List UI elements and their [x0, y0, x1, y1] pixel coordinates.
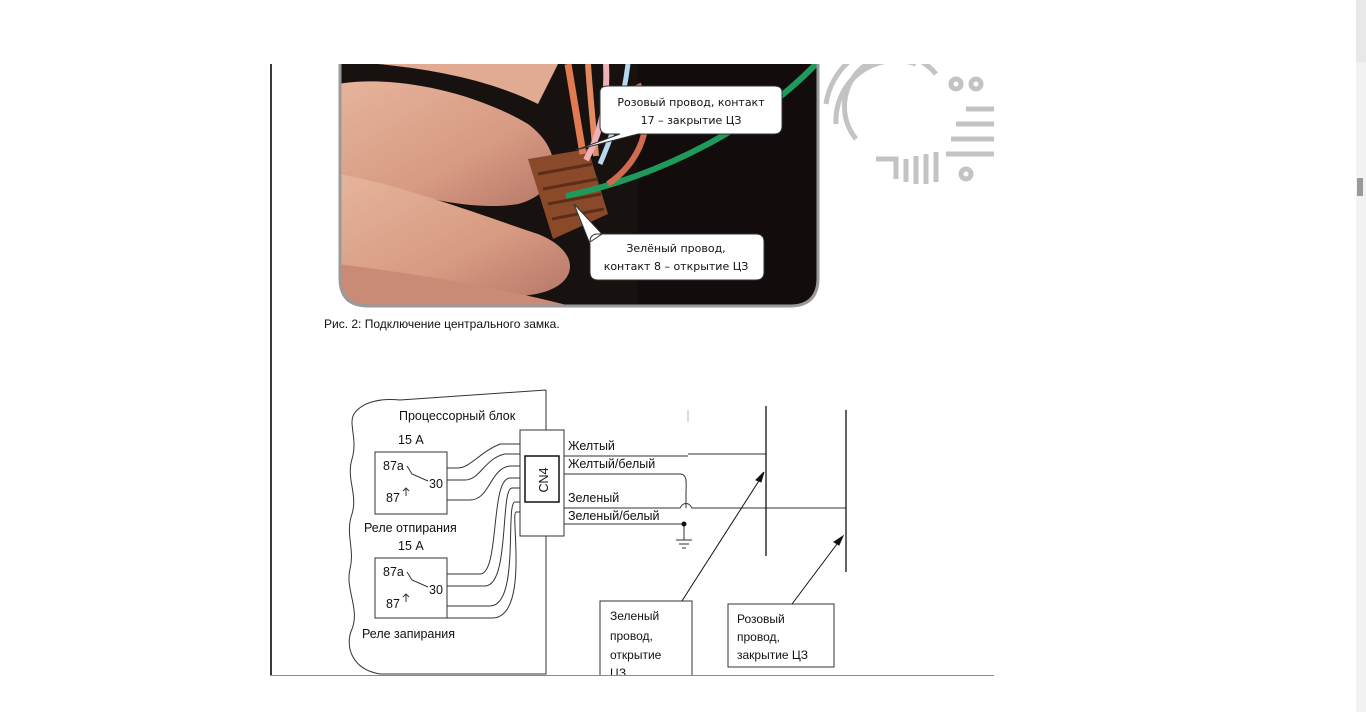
- relay1-pin-87a: 87a: [383, 459, 404, 473]
- callout-pink-line2: 17 – закрытие ЦЗ: [641, 114, 742, 127]
- wire-label-yellow-white: Желтый/белый: [568, 457, 655, 471]
- scrollbar-track-top[interactable]: [1356, 0, 1366, 62]
- processor-block-outline: [348, 389, 547, 675]
- processor-block-label: Процессорный блок: [399, 409, 516, 423]
- relay2-pin-87a: 87a: [383, 565, 404, 579]
- note-green-line4: ЦЗ: [610, 666, 626, 676]
- figure-caption: Рис. 2: Подключение центрального замка.: [324, 317, 560, 331]
- page-bottom-border: [270, 675, 994, 676]
- connector-label: CN4: [537, 467, 551, 492]
- note-box-green: [599, 600, 693, 676]
- note-green-line3: открытие: [610, 648, 662, 662]
- note-pink-line3: закрытие ЦЗ: [737, 648, 808, 662]
- callout-pink-line1: Розовый провод, контакт: [617, 96, 765, 109]
- page-left-border: [270, 64, 272, 676]
- relay1-box: [374, 451, 448, 515]
- wire-label-green-white: Зеленый/белый: [568, 509, 660, 523]
- connector-cn4: [524, 455, 560, 503]
- relay2-name: Реле запирания: [362, 627, 455, 641]
- note-green-line2: провод,: [610, 629, 653, 643]
- relay1-pin-87: 87: [386, 491, 400, 505]
- wire-label-yellow: Желтый: [568, 439, 615, 453]
- callout-green-line1: Зелёный провод,: [626, 242, 725, 255]
- relay2-amp: 15 А: [398, 539, 424, 553]
- relay2-box: [374, 557, 448, 619]
- document-page: Розовый провод, контакт 17 – закрытие ЦЗ…: [270, 64, 994, 676]
- relay2-pin-87: 87: [386, 597, 400, 611]
- vertical-scrollbar[interactable]: [1356, 0, 1366, 712]
- scrollbar-thumb[interactable]: [1357, 178, 1363, 196]
- relay1-amp: 15 А: [398, 433, 424, 447]
- decorative-circuit-pattern: [823, 64, 994, 184]
- relay1-name: Реле отпирания: [364, 521, 457, 535]
- connector-photo: Розовый провод, контакт 17 – закрытие ЦЗ…: [338, 64, 820, 308]
- wiring-diagram: Процессорный блок 15 А 87a 30 87 Реле от…: [348, 389, 847, 676]
- note-pink-line2: провод,: [737, 630, 780, 644]
- relay2-pin-30: 30: [429, 583, 443, 597]
- note-green-line1: Зеленый: [610, 609, 659, 623]
- relay1-pin-30: 30: [429, 477, 443, 491]
- photo-illustration: Розовый провод, контакт 17 – закрытие ЦЗ…: [338, 64, 820, 308]
- wire-label-green: Зеленый: [568, 491, 619, 505]
- callout-green-line2: контакт 8 – открытие ЦЗ: [604, 260, 749, 273]
- note-pink-line1: Розовый: [737, 612, 785, 626]
- note-box-pink: [727, 603, 835, 668]
